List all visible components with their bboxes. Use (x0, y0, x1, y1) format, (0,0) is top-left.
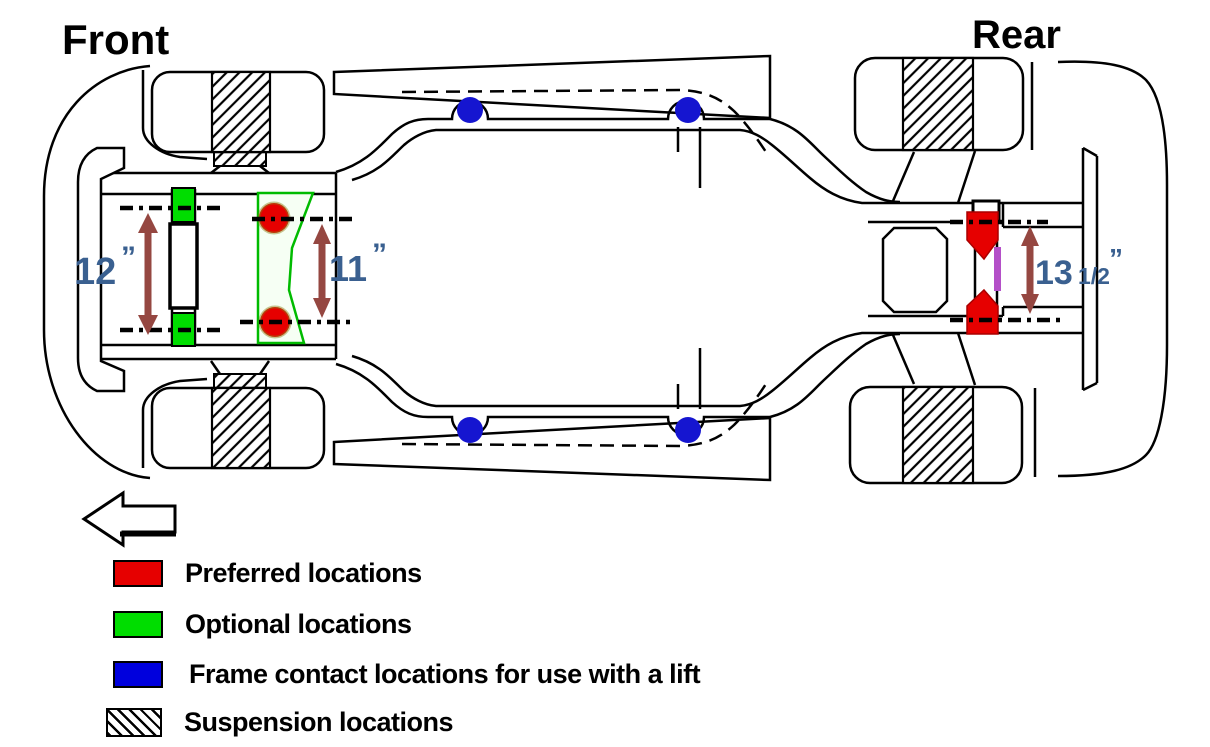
suspension-hatch (210, 386, 272, 470)
suspension-hatch (901, 56, 975, 152)
dimension-unit-rear: ” (1109, 243, 1123, 274)
rear-suspension-arm (956, 150, 977, 204)
rear-purple-marker (994, 247, 1001, 291)
legend-item-frame-contact: Frame contact locations for use with a l… (113, 658, 701, 689)
preferred-location-rear-bottom (966, 288, 999, 335)
dimension-label-front-outer: 12 (74, 251, 116, 293)
wheel-front-top (150, 70, 326, 167)
preferred-location-rear-top (966, 211, 999, 261)
legend-swatch-optional (113, 610, 163, 638)
front-bumper-outline (42, 64, 151, 480)
front-fender-line-bottom (141, 377, 208, 468)
legend-label: Optional locations (185, 608, 412, 639)
dimension-label-rear: 13 (1035, 254, 1073, 292)
rear-beam-bevel (1082, 146, 1098, 158)
wheel-rear-bottom (848, 385, 1024, 485)
rear-suspension-arm (891, 334, 916, 385)
front-fender-line-top (141, 70, 208, 161)
frame-rails (335, 99, 901, 437)
dimension-fraction-rear: 1/2 (1078, 263, 1110, 289)
labels: Front Rear 12 ” 11 ” 13 1/2 ” (62, 13, 1123, 293)
legend-label: Suspension locations (184, 706, 454, 737)
rear-bumper-outline (1057, 60, 1169, 478)
rocker-panel-top (332, 54, 772, 120)
suspension-link (210, 165, 221, 174)
rail-bottom-inner (351, 331, 884, 408)
legend-item-suspension: Suspension locations (106, 706, 454, 737)
rocker-panels (332, 54, 772, 482)
suspension-link (209, 360, 222, 375)
frame-contact-point (457, 97, 483, 123)
dimension-arrow-front-inner (313, 224, 331, 318)
frame-contact-point (675, 97, 701, 123)
suspension-hatch (210, 70, 272, 154)
fuel-tank-octagon (881, 226, 949, 314)
wheel-front-bottom (150, 373, 326, 470)
rocker-panel-bottom (332, 416, 772, 482)
rear-label: Rear (972, 13, 1061, 57)
suspension-hatch (901, 385, 975, 485)
suspension-link (258, 360, 271, 375)
rail-top-inner (351, 128, 884, 205)
car-outline (42, 60, 1169, 480)
dimension-unit-front-outer: ” (121, 241, 136, 274)
legend-item-optional: Optional locations (113, 609, 412, 639)
dimension-label-front-inner: 11 (329, 248, 367, 289)
datum-lines (120, 205, 1062, 333)
optional-location-top (171, 187, 196, 223)
rail-top-outer-rear-s (769, 117, 901, 204)
suspension-link (259, 165, 270, 174)
legend-swatch-frame-contact (113, 660, 163, 688)
suspension-hatch-tab (213, 373, 267, 389)
rear-suspension-arm (891, 151, 916, 202)
wheel-rear-top (853, 56, 1025, 152)
rear-frame (868, 146, 1099, 392)
dashed-line-top (401, 88, 768, 153)
front-label: Front (62, 16, 169, 63)
legend-item-preferred: Preferred locations (113, 558, 422, 588)
rear-beam-bevel (1082, 381, 1098, 392)
frame-contact-point (457, 417, 483, 443)
legend-label: Frame contact locations for use with a l… (189, 658, 701, 689)
dimension-arrows (138, 213, 1039, 335)
suspension-hatch-tab (213, 151, 267, 167)
front-crash-bracket (76, 146, 126, 393)
pinch-weld-dashed-lines (401, 88, 768, 448)
legend-swatch-preferred (113, 559, 163, 587)
front-jack-pad (168, 222, 199, 310)
direction-arrow-icon (81, 490, 177, 548)
rail-bottom-outer-rear-s (769, 332, 901, 419)
rear-suspension-arm (956, 332, 977, 386)
dimension-unit-front-inner: ” (372, 238, 387, 271)
legend-swatch-suspension (106, 707, 162, 737)
dimension-arrow-rear (1021, 226, 1039, 314)
frame-contact-point (675, 417, 701, 443)
dashed-line-bottom (401, 383, 768, 448)
wheels (150, 56, 1025, 485)
dimension-arrow-front-outer (138, 213, 158, 335)
legend-label: Preferred locations (185, 557, 422, 588)
